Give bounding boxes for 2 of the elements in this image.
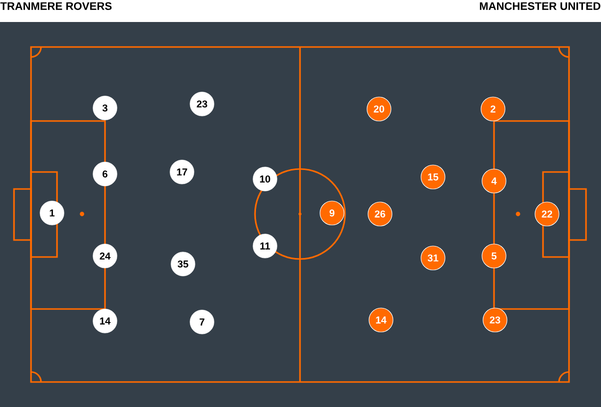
team-name: MANCHESTER UNITED	[480, 2, 600, 10]
team-name: TRANMERE ROVERS	[0, 2, 112, 10]
